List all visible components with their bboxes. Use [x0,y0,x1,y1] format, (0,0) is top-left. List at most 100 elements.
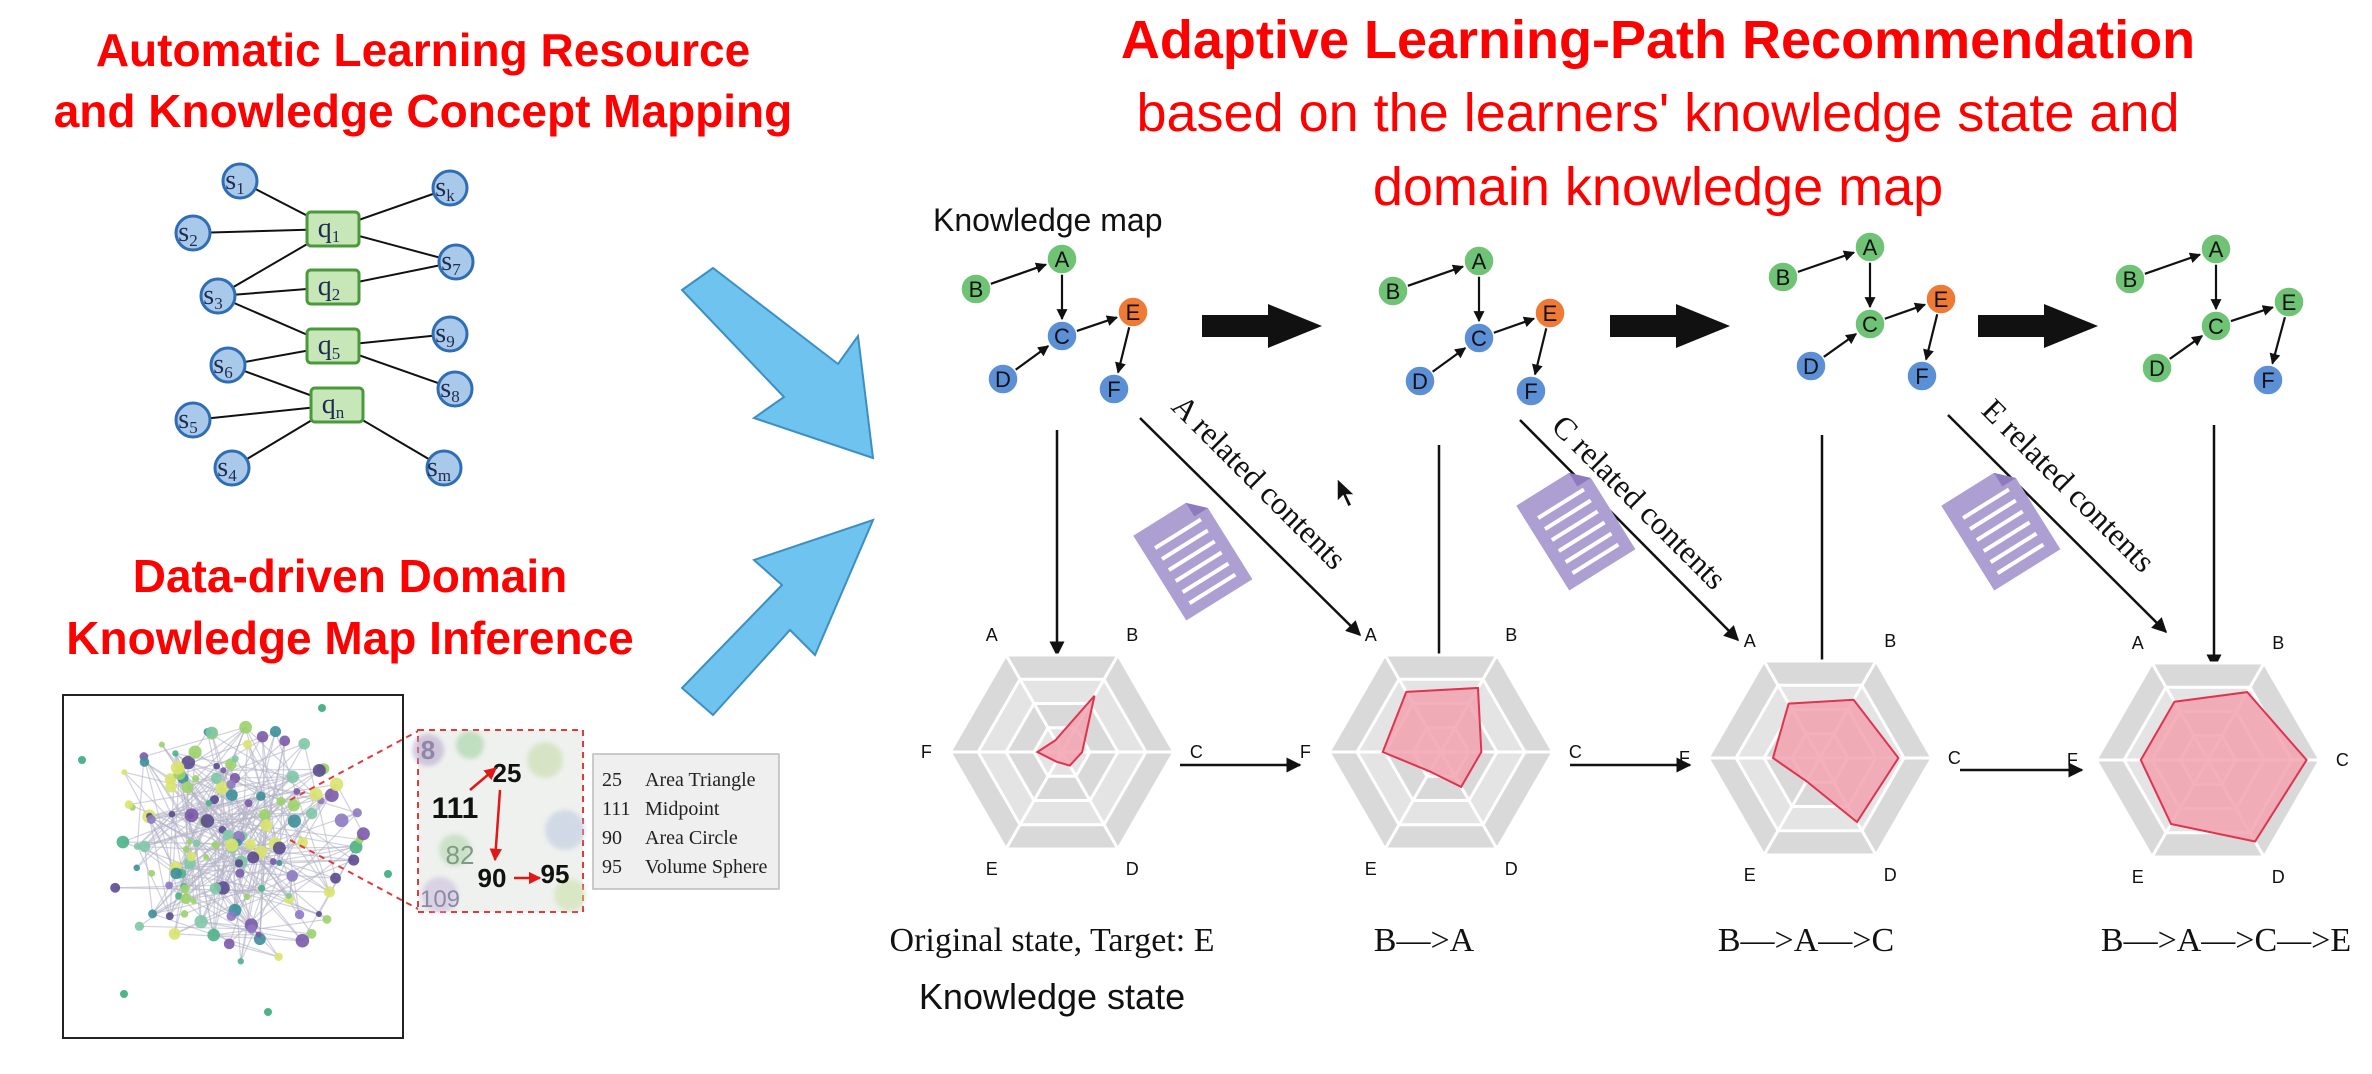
resource-node-s6: s6 [209,346,247,384]
radar-axis-label-E: E [1365,859,1377,879]
stage-arrow-2 [1610,304,1730,348]
left-bottom-title-line2: Knowledge Map Inference [66,612,633,664]
kmap-edge [2168,334,2204,361]
svg-text:s9: s9 [435,318,454,351]
svg-text:B: B [1776,265,1791,290]
legend-name: Area Triangle [645,769,756,791]
svg-text:E: E [1126,300,1141,325]
kmap-node-E: E [2273,286,2305,318]
kmap-edge [1822,332,1858,359]
knowledge-network-graph [62,694,404,1039]
zoom-node-label-25: 25 [493,758,522,788]
svg-text:E: E [1934,287,1949,312]
merge-arrows [680,266,875,717]
svg-text:A: A [1863,235,1878,260]
svg-text:B: B [1386,279,1401,304]
zoom-connector-lines [289,729,421,911]
svg-text:E: E [2282,290,2297,315]
svg-text:s4: s4 [217,452,237,485]
svg-text:F: F [1524,379,1537,404]
svg-text:F: F [1915,364,1928,389]
svg-text:D: D [2149,356,2165,381]
svg-text:E: E [1543,301,1558,326]
svg-text:C: C [1054,324,1070,349]
zoom-node-label-111: 111 [432,792,479,825]
kmap-node-A: A [1854,231,1886,263]
resource-node-s2: s2 [174,214,212,252]
resource-node-sm: sm [425,449,463,487]
svg-text:s5: s5 [178,404,197,437]
radar-axis-label-C: C [2336,750,2349,770]
concept-node-q5: q5 [305,327,361,365]
zoom-node-label-95: 95 [541,859,570,889]
radar-axis-label-D: D [1884,865,1897,885]
svg-text:qn: qn [322,389,345,422]
svg-text:s8: s8 [440,373,459,406]
kmap-node-B: B [960,273,992,305]
content-documents [1133,472,2061,621]
concept-node-q1: q1 [305,210,361,248]
svg-text:D: D [1803,354,1819,379]
map-to-state-arrows [1049,425,2222,680]
state-transition-arrows [1180,757,2084,778]
radar-axis-label-F: F [921,742,932,762]
kmap-edge [1431,347,1467,374]
document-icon [1133,502,1253,621]
radar-axis-label-A: A [986,625,998,645]
svg-text:C: C [1471,326,1487,351]
resource-node-s5: s5 [174,401,212,439]
kmap-node-A: A [2200,233,2232,265]
knowledge-state-label: Knowledge state [919,976,1185,1017]
legend-id: 90 [602,827,622,849]
related-content-arrows [1139,414,2168,642]
kmap-node-E: E [1925,283,1957,315]
mouse-cursor-icon [1336,476,1357,509]
state-caption-1: Original state, Target: E [890,922,1215,959]
main-title-line1: Adaptive Learning-Path Recommendation [1121,10,2195,70]
main-title-line2: based on the learners' knowledge state a… [1136,83,2179,143]
kmap-node-E: E [1534,297,1566,329]
zoom-node-label-90: 90 [478,863,507,893]
kmap-edge [1532,327,1548,376]
svg-text:F: F [2261,368,2274,393]
svg-text:q1: q1 [318,213,341,246]
kmap-edge [2229,305,2274,323]
kmap-edge [989,262,1047,286]
stage-arrow-1 [1202,304,1322,348]
kmap-edge [1075,315,1118,333]
kmap-node-C: C [2200,310,2232,342]
left-top-title-line1: Automatic Learning Resource [96,24,750,76]
resource-node-s9: s9 [431,315,469,353]
radar-axis-label-B: B [1126,625,1138,645]
resource-node-s3: s3 [199,277,237,315]
kmap-edge [2143,252,2201,276]
main-title-line3: domain knowledge map [1373,157,1943,217]
concept-node-q2: q2 [305,268,361,306]
resource-node-s4: s4 [213,449,251,487]
svg-text:A: A [2209,237,2224,262]
kmap-edge [1923,313,1939,361]
kmap-node-F: F [1515,375,1547,407]
kmap-edge [1492,316,1536,335]
radar-axis-label-E: E [986,859,998,879]
legend-id: 95 [602,856,622,878]
svg-text:s6: s6 [213,349,232,382]
legend-name: Area Circle [645,827,738,849]
radar-axis-label-D: D [1505,859,1518,879]
svg-text:s3: s3 [203,280,222,313]
radar-axis-label-A: A [2132,633,2144,653]
blue-arrow-up-right [680,518,875,717]
state-caption-3: B—>A—>C [1718,922,1894,959]
svg-text:B: B [2123,267,2138,292]
